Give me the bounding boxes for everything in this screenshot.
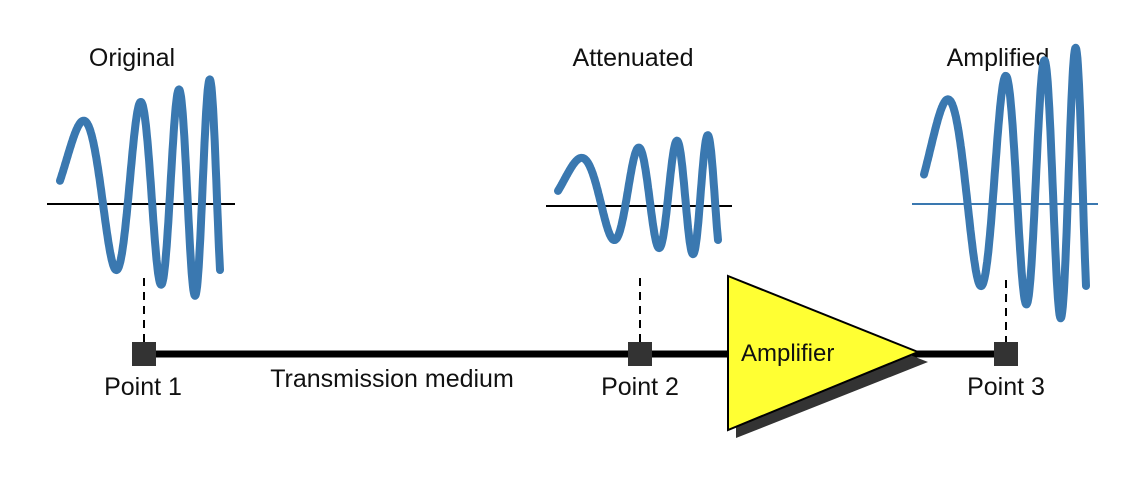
point1-label: Point 1 xyxy=(104,373,182,401)
amplified-wave xyxy=(920,43,1090,323)
amplifier-triangle xyxy=(727,274,921,432)
original-wave xyxy=(56,75,224,300)
point3-label: Point 3 xyxy=(967,373,1045,401)
amplifier-label: Amplifier xyxy=(741,340,834,367)
point3-marker xyxy=(994,342,1018,366)
attenuated-wave xyxy=(554,131,722,259)
medium-label: Transmission medium xyxy=(270,365,514,393)
amplified-title: Amplified xyxy=(947,44,1050,72)
point1-marker xyxy=(132,342,156,366)
point2-label: Point 2 xyxy=(601,373,679,401)
original-title: Original xyxy=(89,44,175,72)
point2-marker xyxy=(628,342,652,366)
attenuated-title: Attenuated xyxy=(573,44,694,72)
